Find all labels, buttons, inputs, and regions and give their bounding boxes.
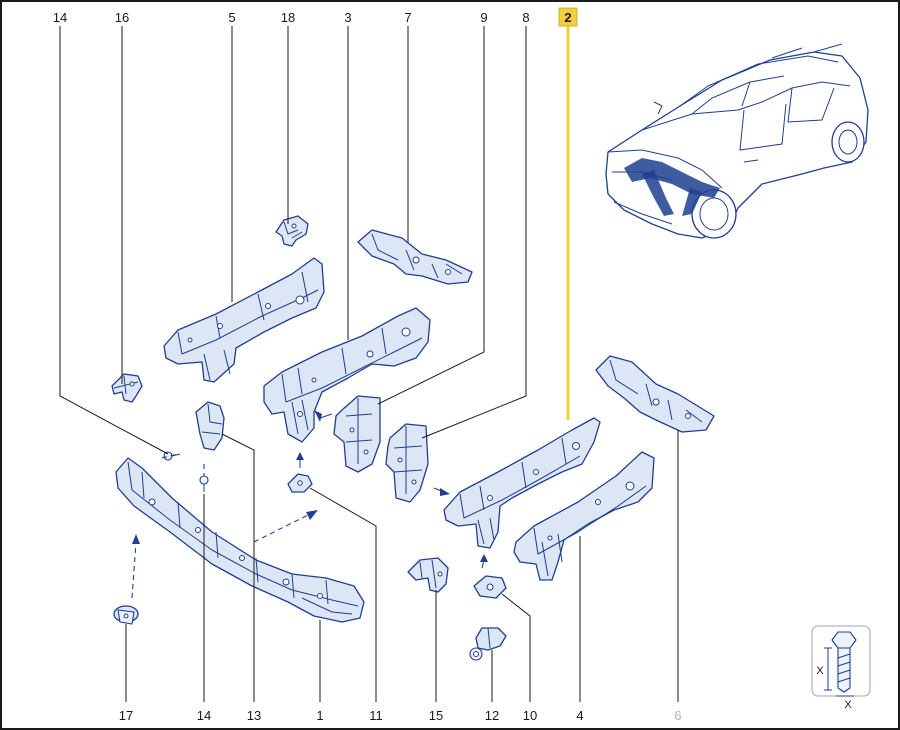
part-15-bracket — [407, 557, 449, 593]
callout-11: 11 — [369, 708, 383, 723]
part-13-cap — [195, 401, 225, 451]
bottom-callout-labels: 17 14 13 1 11 15 12 10 4 6 — [119, 708, 682, 723]
callout-2-highlighted: 2 — [564, 10, 571, 25]
bolt-head-icon — [831, 631, 857, 649]
callout-8: 8 — [522, 10, 529, 25]
part-8-bracket — [385, 423, 429, 503]
part-6-bracket — [595, 355, 715, 433]
callout-18: 18 — [281, 10, 295, 25]
highlight-badge — [558, 7, 578, 27]
callout-1: 1 — [316, 708, 323, 723]
part-1-bumper-beam — [115, 457, 365, 623]
part-7-bracket — [357, 229, 473, 285]
part-14-bolt-lower — [199, 475, 209, 492]
bolt-dimension-legend: X X — [811, 625, 871, 711]
part-3-rail — [263, 307, 431, 443]
vehicle-overview — [605, 43, 869, 239]
part-4-rail — [513, 451, 655, 581]
callout-13: 13 — [247, 708, 261, 723]
legend-letter-length: X — [816, 665, 824, 677]
callout-17: 17 — [119, 708, 133, 723]
callout-10: 10 — [523, 708, 537, 723]
top-callout-labels: 14 16 5 18 3 7 9 8 2 — [53, 7, 578, 27]
assembly-arrows — [131, 410, 488, 599]
callout-16: 16 — [115, 10, 129, 25]
leader-lines — [59, 26, 679, 702]
part-5-rail — [163, 257, 325, 383]
callout-7: 7 — [404, 10, 411, 25]
callout-6: 6 — [674, 708, 681, 723]
callout-9: 9 — [480, 10, 487, 25]
callout-4: 4 — [576, 708, 583, 723]
callout-14-bottom: 14 — [197, 708, 211, 723]
part-17-clip — [113, 605, 139, 625]
legend-letter-diameter: X — [844, 699, 852, 711]
part-9-bracket — [333, 395, 381, 473]
part-18-bracket — [275, 215, 309, 247]
part-2-rail — [443, 417, 601, 549]
part-16-bracket — [111, 373, 143, 403]
callout-3: 3 — [344, 10, 351, 25]
callout-15: 15 — [429, 708, 443, 723]
callout-14-top: 14 — [53, 10, 67, 25]
part-10-nut-plate — [473, 575, 507, 599]
callout-5: 5 — [228, 10, 235, 25]
part-11-clip — [287, 473, 313, 493]
callout-12: 12 — [485, 708, 499, 723]
part-12-tow-eye — [469, 627, 507, 661]
